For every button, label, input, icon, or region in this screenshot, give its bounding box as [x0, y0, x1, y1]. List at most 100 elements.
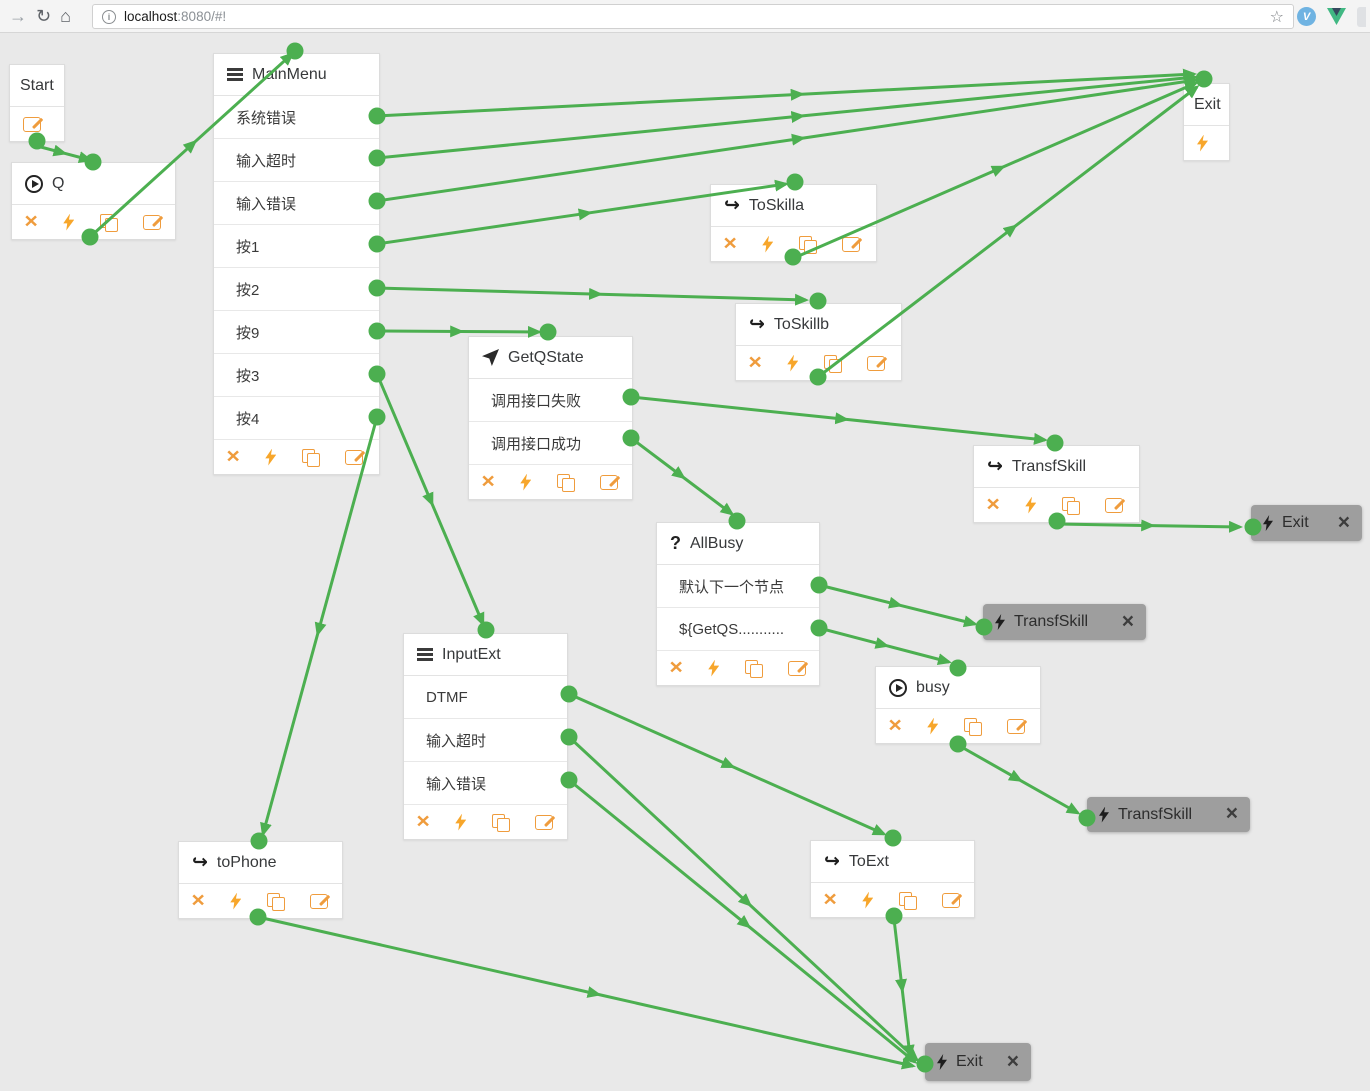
node-title-bar[interactable]: busy: [876, 667, 1040, 709]
copy-node-icon[interactable]: [964, 717, 983, 736]
delete-node-icon[interactable]: ×: [669, 655, 683, 679]
node-title-bar[interactable]: ↪ToSkillb: [736, 304, 901, 346]
delete-node-icon[interactable]: ×: [888, 713, 902, 737]
node-row[interactable]: 输入错误: [404, 762, 567, 805]
bookmark-star-icon[interactable]: ☆: [1269, 8, 1284, 26]
node-row[interactable]: 调用接口失败: [469, 379, 632, 422]
trigger-node-icon[interactable]: [230, 892, 242, 910]
reload-icon[interactable]: ↻: [36, 6, 52, 26]
copy-node-icon[interactable]: [557, 473, 576, 492]
node-title-bar[interactable]: ?AllBusy: [657, 523, 819, 565]
node-title-bar[interactable]: ↪ToSkilla: [711, 185, 876, 227]
node-busy[interactable]: busy ×: [875, 666, 1041, 744]
copy-node-icon[interactable]: [100, 213, 119, 232]
delete-node-icon[interactable]: ×: [748, 350, 762, 374]
edit-node-icon[interactable]: [143, 214, 162, 230]
node-row[interactable]: 按4: [214, 397, 379, 440]
node-title-bar[interactable]: Exit: [1184, 84, 1229, 126]
node-toskilla[interactable]: ↪ToSkilla ×: [710, 184, 877, 262]
trigger-node-icon[interactable]: [862, 891, 874, 909]
delete-node-icon[interactable]: ×: [723, 231, 737, 255]
trigger-node-icon[interactable]: [1025, 496, 1037, 514]
delete-node-icon[interactable]: ×: [24, 209, 38, 233]
delete-node-icon[interactable]: ×: [986, 492, 1000, 516]
page-info-icon[interactable]: i: [102, 9, 116, 24]
edit-node-icon[interactable]: [1105, 497, 1124, 513]
extension-blue-icon[interactable]: V: [1297, 7, 1316, 26]
node-q[interactable]: Q×: [11, 162, 176, 240]
remove-chip-icon[interactable]: ×: [1121, 609, 1134, 633]
remove-chip-icon[interactable]: ×: [1225, 802, 1238, 826]
node-exit[interactable]: Exit: [1183, 83, 1230, 161]
edit-node-icon[interactable]: [842, 236, 861, 252]
trigger-node-icon[interactable]: [455, 813, 467, 831]
edit-node-icon[interactable]: [1007, 718, 1026, 734]
node-row[interactable]: 输入超时: [214, 139, 379, 182]
node-row[interactable]: 输入错误: [214, 182, 379, 225]
node-title-bar[interactable]: GetQState: [469, 337, 632, 379]
node-title-bar[interactable]: Q: [12, 163, 175, 205]
node-title-bar[interactable]: InputExt: [404, 634, 567, 676]
edit-node-icon[interactable]: [600, 474, 619, 490]
node-row[interactable]: 输入超时: [404, 719, 567, 762]
copy-node-icon[interactable]: [492, 813, 511, 832]
node-row[interactable]: 默认下一个节点: [657, 565, 819, 608]
node-title-bar[interactable]: ↪ToExt: [811, 841, 974, 883]
trigger-node-icon[interactable]: [63, 213, 75, 231]
copy-node-icon[interactable]: [1062, 496, 1081, 515]
copy-node-icon[interactable]: [824, 354, 843, 373]
action-chip-exit-action-bottom[interactable]: Exit×: [925, 1043, 1031, 1081]
node-row[interactable]: 系统错误: [214, 96, 379, 139]
delete-node-icon[interactable]: ×: [823, 887, 837, 911]
vue-devtools-icon[interactable]: [1327, 8, 1346, 25]
trigger-node-icon[interactable]: [927, 717, 939, 735]
action-chip-transfskill-action-low[interactable]: TransfSkill×: [1087, 797, 1250, 832]
address-bar[interactable]: i localhost :8080/#! ☆: [92, 4, 1294, 29]
node-start[interactable]: Start: [9, 64, 65, 142]
home-icon[interactable]: ⌂: [60, 6, 71, 26]
remove-chip-icon[interactable]: ×: [1006, 1049, 1019, 1073]
node-row[interactable]: 按2: [214, 268, 379, 311]
edit-node-icon[interactable]: [942, 892, 961, 908]
edit-node-icon[interactable]: [310, 893, 329, 909]
node-row[interactable]: DTMF: [404, 676, 567, 719]
edit-node-icon[interactable]: [867, 355, 886, 371]
edit-node-icon[interactable]: [345, 449, 364, 465]
node-tophone[interactable]: ↪toPhone×: [178, 841, 343, 919]
node-title-bar[interactable]: Start: [10, 65, 64, 107]
copy-node-icon[interactable]: [799, 235, 818, 254]
copy-node-icon[interactable]: [899, 891, 918, 910]
trigger-node-icon[interactable]: [762, 235, 774, 253]
edit-node-icon[interactable]: [535, 814, 554, 830]
node-title-bar[interactable]: ↪TransfSkill: [974, 446, 1139, 488]
copy-node-icon[interactable]: [267, 892, 286, 911]
node-row[interactable]: 按1: [214, 225, 379, 268]
trigger-node-icon[interactable]: [265, 448, 277, 466]
node-row[interactable]: 调用接口成功: [469, 422, 632, 465]
trigger-node-icon[interactable]: [520, 473, 532, 491]
node-row[interactable]: ${GetQS...........: [657, 608, 819, 651]
copy-node-icon[interactable]: [302, 448, 321, 467]
node-title-bar[interactable]: ↪toPhone: [179, 842, 342, 884]
remove-chip-icon[interactable]: ×: [1337, 510, 1350, 534]
trigger-node-icon[interactable]: [1197, 134, 1208, 152]
copy-node-icon[interactable]: [745, 659, 764, 678]
edit-node-icon[interactable]: [788, 660, 806, 676]
delete-node-icon[interactable]: ×: [226, 444, 240, 468]
node-title-bar[interactable]: MainMenu: [214, 54, 379, 96]
edit-node-icon[interactable]: [23, 116, 41, 132]
node-row[interactable]: 按3: [214, 354, 379, 397]
partial-extension-icon[interactable]: [1357, 6, 1366, 27]
action-chip-transfskill-action-mid[interactable]: TransfSkill×: [983, 604, 1146, 640]
node-row[interactable]: 按9: [214, 311, 379, 354]
node-toext[interactable]: ↪ToExt ×: [810, 840, 975, 918]
delete-node-icon[interactable]: ×: [416, 809, 430, 833]
trigger-node-icon[interactable]: [787, 354, 799, 372]
node-transfskill[interactable]: ↪TransfSkill ×: [973, 445, 1140, 523]
node-toskillb[interactable]: ↪ToSkillb ×: [735, 303, 902, 381]
